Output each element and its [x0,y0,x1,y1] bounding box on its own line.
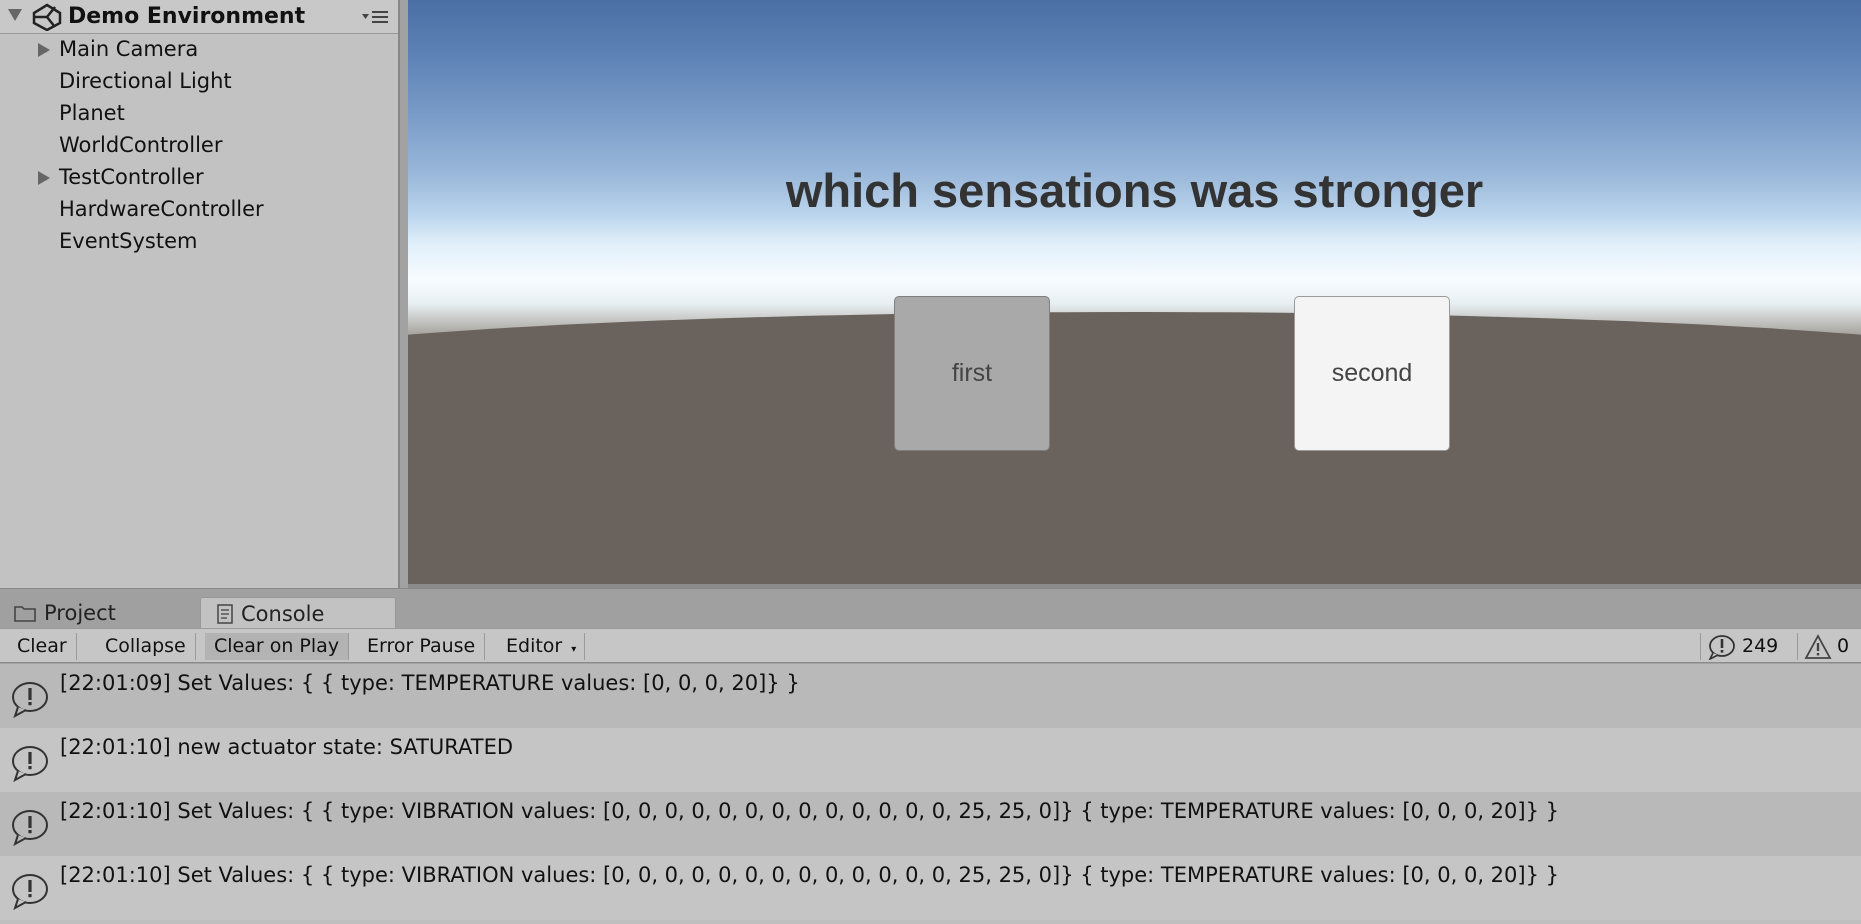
warning-count: 0 [1837,635,1850,657]
info-icon [10,680,50,722]
console-log-list: [22:01:09] Set Values: { { type: TEMPERA… [0,664,1861,924]
warning-count-toggle[interactable]: 0 [1797,633,1861,660]
collapse-button[interactable]: Collapse [96,633,196,660]
scene-name: Demo Environment [68,4,306,29]
log-entry[interactable]: [22:01:10] Set Values: { { type: VIBRATI… [0,792,1861,856]
hierarchy-item-label: WorldController [59,133,223,157]
dropdown-arrow-icon: ▾ [571,644,577,655]
game-view-border [408,584,1861,588]
game-view: which sensations was stronger first seco… [408,0,1861,584]
expand-arrow-icon[interactable] [38,171,50,185]
hierarchy-item-label: Main Camera [59,37,199,61]
hierarchy-panel: Demo Environment Main Camera Directional… [0,0,400,588]
hierarchy-item-eventsystem[interactable]: EventSystem [0,226,398,256]
first-button[interactable]: first [894,296,1050,451]
hierarchy-item-label: HardwareController [59,197,264,221]
bottom-tabs-bar: Project Console [0,588,1861,629]
log-message: [22:01:09] Set Values: { { type: TEMPERA… [60,671,800,695]
hierarchy-item-label: Directional Light [59,69,232,93]
log-entry[interactable]: [22:01:10] new actuator state: SATURATED [0,728,1861,792]
second-button[interactable]: second [1294,296,1450,451]
collapse-arrow-icon[interactable] [8,9,22,21]
hierarchy-item-label: TestController [59,165,204,189]
unity-logo-icon [32,3,62,35]
menu-icon[interactable] [362,9,390,23]
info-icon [10,744,50,786]
hierarchy-scene-header[interactable]: Demo Environment [0,0,398,34]
hierarchy-item-directional-light[interactable]: Directional Light [0,66,398,96]
info-count: 249 [1742,635,1779,657]
hierarchy-item-worldcontroller[interactable]: WorldController [0,130,398,160]
info-icon [1708,634,1735,660]
hierarchy-item-label: Planet [59,101,125,125]
tab-project-label: Project [44,601,116,625]
log-message: [22:01:10] Set Values: { { type: VIBRATI… [60,863,1559,887]
folder-icon [14,604,36,622]
log-entry[interactable]: [22:01:09] Set Values: { { type: TEMPERA… [0,664,1861,728]
log-message: [22:01:10] Set Values: { { type: VIBRATI… [60,799,1559,823]
editor-dropdown-label: Editor [506,635,563,657]
hierarchy-item-hardwarecontroller[interactable]: HardwareController [0,194,398,224]
editor-dropdown[interactable]: Editor ▾ [497,633,586,660]
info-icon [10,872,50,914]
tab-console[interactable]: Console [200,597,396,629]
expand-arrow-icon[interactable] [38,43,50,57]
log-message: [22:01:10] new actuator state: SATURATED [60,735,514,759]
tab-console-label: Console [241,601,325,626]
error-pause-button[interactable]: Error Pause [358,633,486,660]
info-count-toggle[interactable]: 249 [1700,633,1790,660]
hierarchy-item-main-camera[interactable]: Main Camera [0,34,398,64]
console-icon [217,603,233,624]
hierarchy-item-label: EventSystem [59,229,198,253]
hierarchy-item-planet[interactable]: Planet [0,98,398,128]
hierarchy-item-testcontroller[interactable]: TestController [0,162,398,192]
question-text: which sensations was stronger [785,164,1484,217]
log-entry[interactable]: [22:01:10] Set Values: { { type: VIBRATI… [0,856,1861,920]
info-icon [10,808,50,850]
warning-icon [1804,633,1832,659]
clear-on-play-button[interactable]: Clear on Play [205,633,350,660]
console-toolbar: Clear Collapse Clear on Play Error Pause… [0,628,1861,663]
planet-ground [408,312,1861,584]
tab-project[interactable]: Project [6,597,194,629]
clear-button[interactable]: Clear [8,633,77,660]
